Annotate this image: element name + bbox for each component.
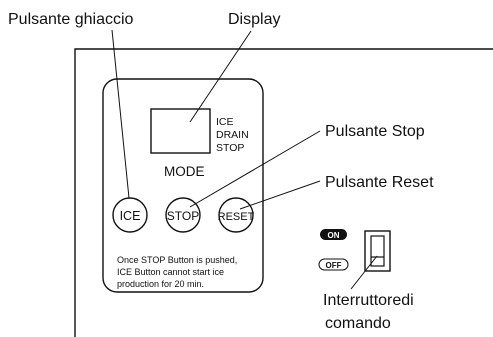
- on-badge: [320, 229, 347, 240]
- mode-label: MODE: [164, 164, 205, 179]
- display-window: [150, 108, 211, 154]
- reset-callout-line: [239, 180, 321, 210]
- mode-indicator-stop: STOP: [216, 142, 244, 154]
- notice-line-1: Once STOP Button is pushed,: [117, 255, 237, 265]
- display-callout: Display: [228, 11, 280, 28]
- ice-button-label: ICE: [120, 209, 141, 223]
- reset-button[interactable]: [218, 197, 254, 233]
- on-label: ON: [328, 231, 340, 240]
- display-callout-line: [189, 30, 252, 123]
- ice-button[interactable]: [112, 197, 148, 233]
- stop-button-label: STOP: [167, 209, 199, 223]
- control-panel: [102, 78, 264, 293]
- machine-housing-outline: [74, 48, 493, 337]
- ice-callout-line: [111, 29, 130, 199]
- reset-button-callout: Pulsante Reset: [325, 174, 434, 191]
- notice-line-2: ICE Button cannot start ice: [117, 267, 224, 277]
- callout-lines: [111, 29, 378, 290]
- control-switch-callout-line-2: comando: [325, 315, 391, 332]
- ice-button-callout: Pulsante ghiaccio: [8, 11, 134, 28]
- switch-callout-line: [350, 255, 378, 290]
- off-badge: [318, 258, 349, 271]
- mode-indicator-drain: DRAIN: [216, 129, 249, 141]
- control-switch-rocker: [370, 235, 385, 267]
- stop-callout-line: [189, 130, 321, 208]
- off-label: OFF: [326, 261, 342, 270]
- reset-button-label: RESET: [218, 211, 255, 223]
- notice-line-3: production for 20 min.: [117, 279, 204, 289]
- control-switch-callout-line-1: Interruttoredi: [323, 292, 414, 309]
- stop-button-callout: Pulsante Stop: [325, 123, 425, 140]
- mode-indicator-ice: ICE: [216, 116, 234, 128]
